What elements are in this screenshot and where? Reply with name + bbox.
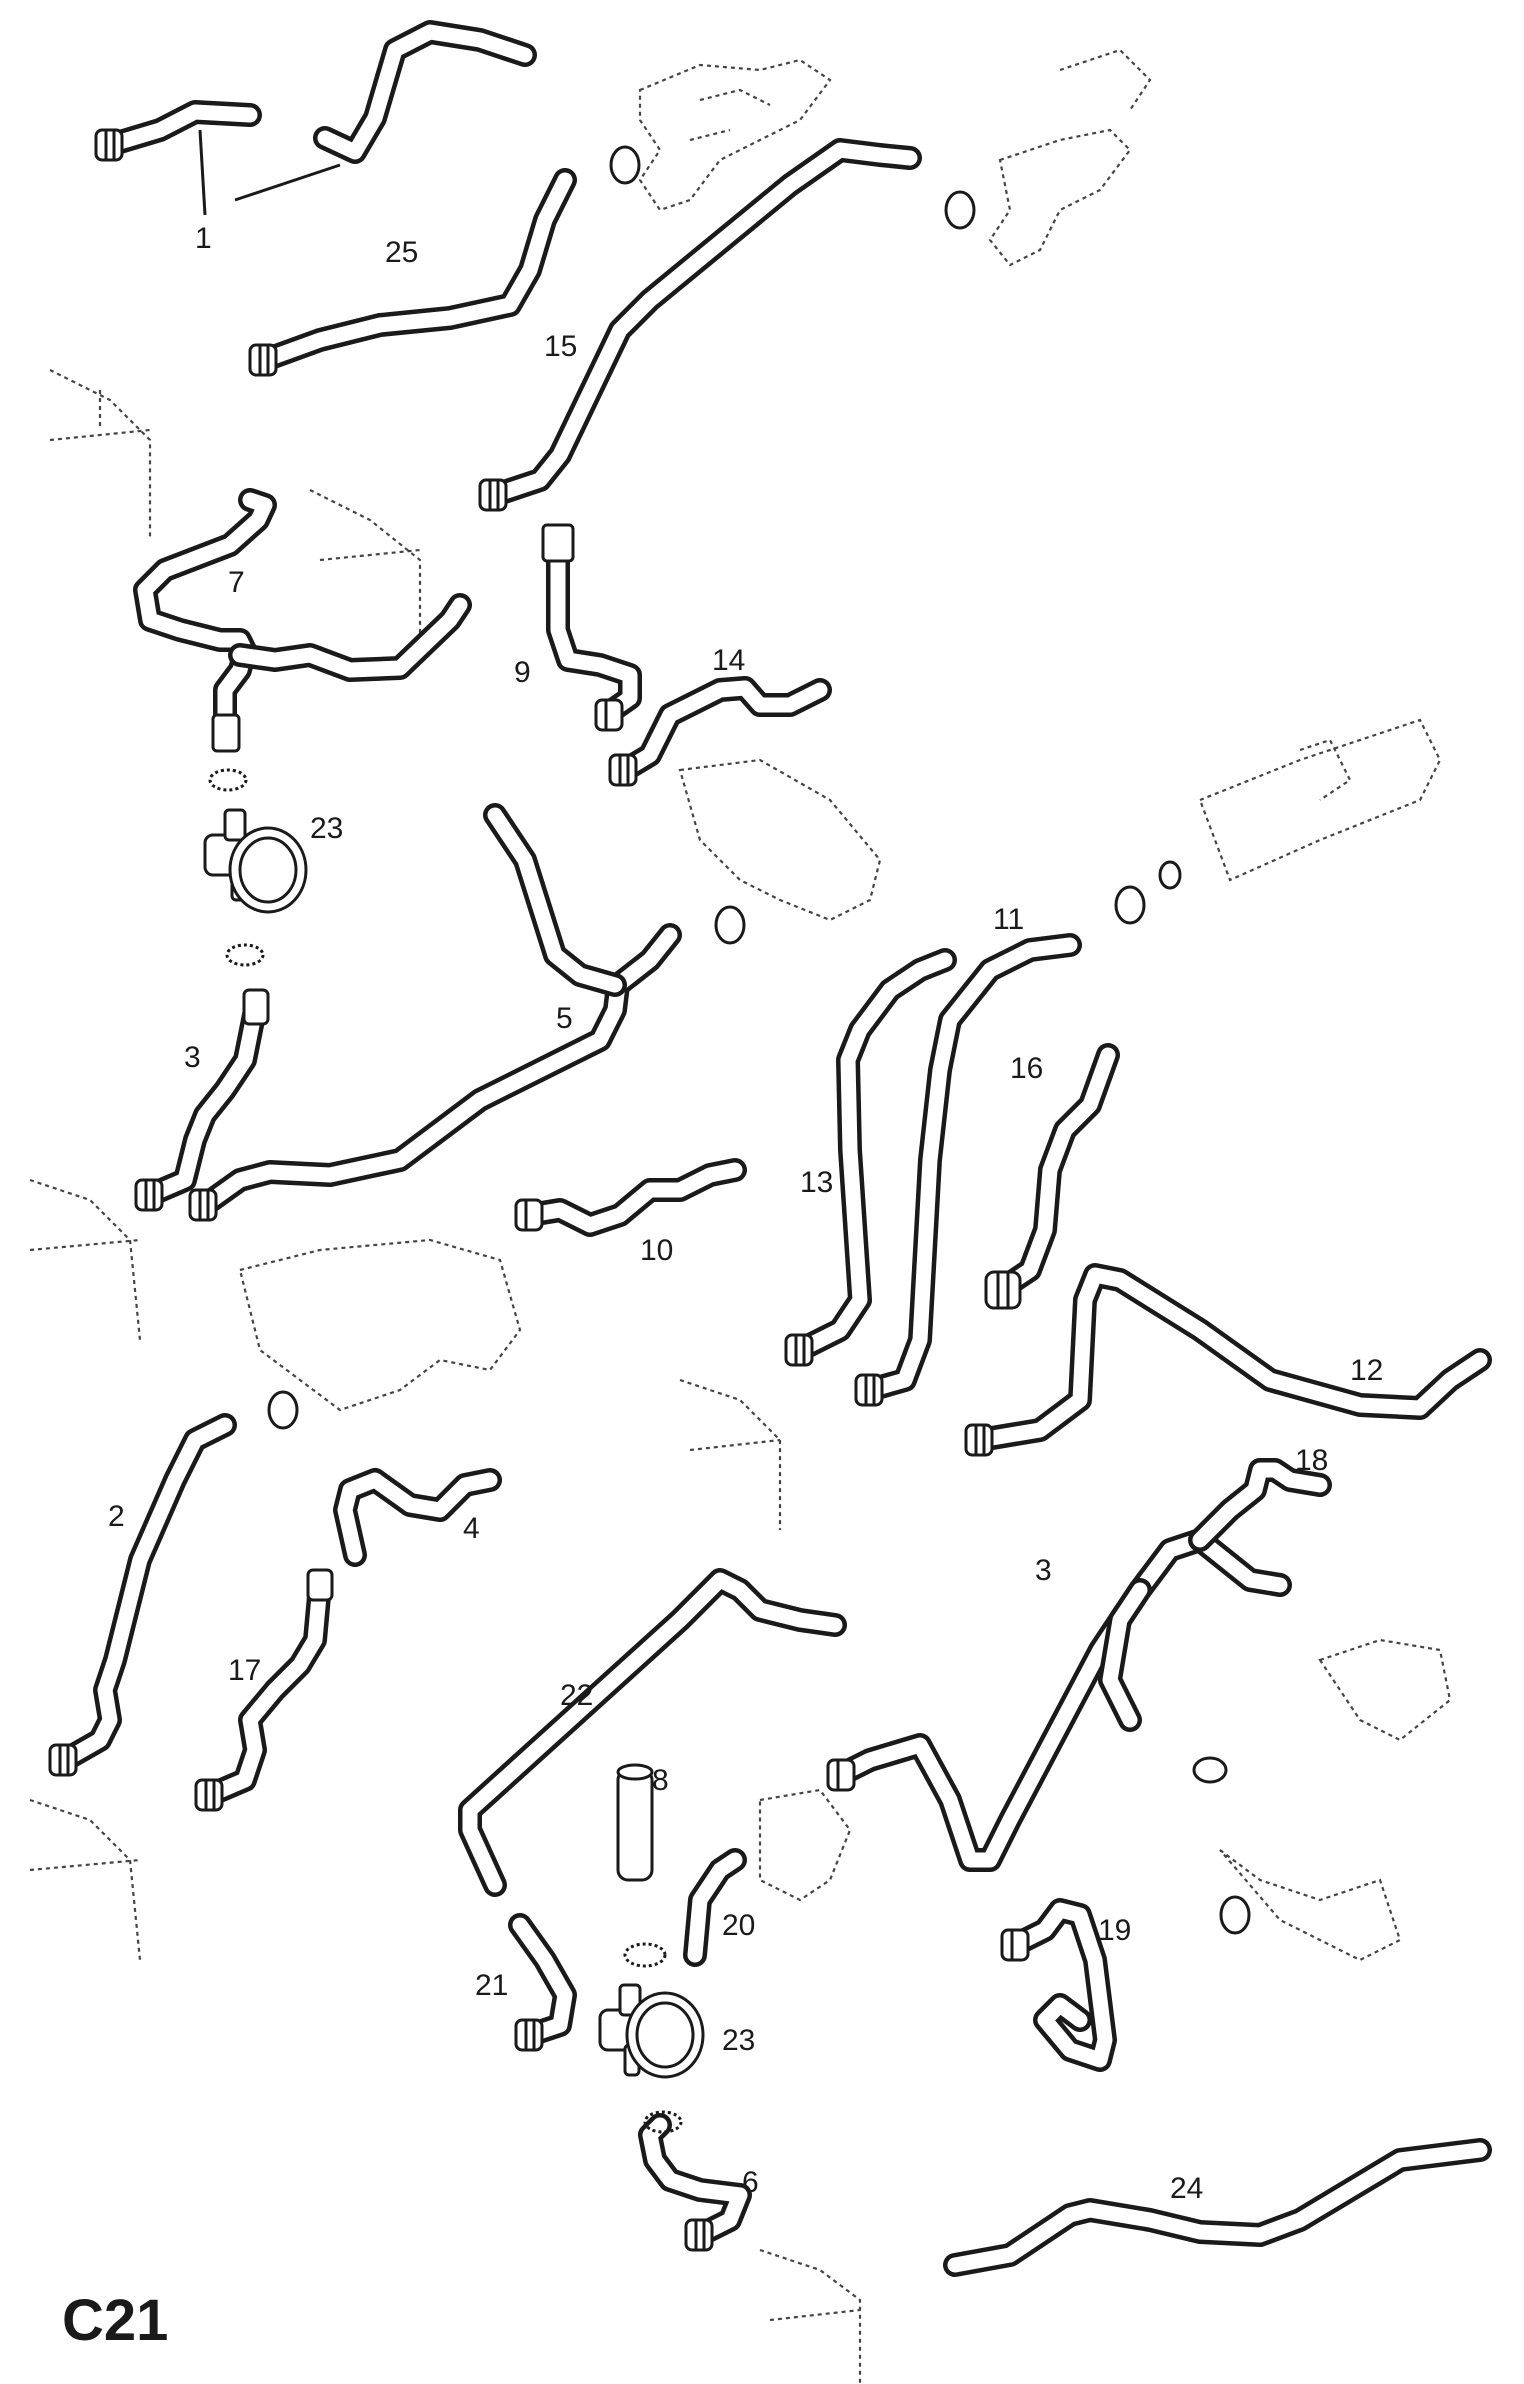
callout-label: 18 [1295,1444,1328,1477]
callout-label: 7 [228,566,245,599]
callout-label: 22 [560,1679,593,1712]
callout-label: 6 [742,2166,759,2199]
callout-label: 16 [1010,1052,1043,1085]
callout-label: 23 [722,2024,755,2057]
callout-label: 3 [1035,1554,1052,1587]
callout-label: 19 [1098,1914,1131,1947]
fitting-end [188,1188,218,1222]
hose-1 [98,20,537,164]
hose-2 [53,1413,237,1772]
callout-label: 20 [722,1909,755,1942]
hose-12 [968,1263,1492,1452]
fitting-end [514,1198,544,1232]
hose-8 [616,1763,654,1882]
fitting-end [242,988,270,1026]
hose-13 [788,948,957,1362]
hose-7 [133,488,472,752]
hose-fittings [48,128,1030,2252]
hose-6 [638,2113,752,2247]
hose-18 [1188,1458,1332,1552]
fitting-end [134,1178,164,1212]
hose-3-lower [198,1573,332,1807]
callout-label: 17 [228,1654,261,1687]
hose-20 [683,1848,747,1967]
callout-label: 1 [195,222,212,255]
leader-lines [198,129,341,216]
fitting-end [784,1333,814,1367]
fitting-end [964,1423,994,1457]
hoses [53,20,1492,2277]
callout-label: 23 [310,812,343,845]
hose-10 [518,1158,747,1237]
fitting-end [194,1778,224,1812]
hose-21 [508,1913,577,2047]
fitting-end [541,523,575,563]
hose-19 [1003,1898,1117,2072]
hose-14 [613,676,832,782]
fitting-end [608,753,638,787]
callout-label: 12 [1350,1354,1383,1387]
valve-23-upper [203,808,308,914]
fitting-end [94,128,124,162]
fitting-end [854,1373,884,1407]
hose-15 [483,138,922,507]
callout-label: 3 [184,1041,201,1074]
fitting-end [1000,1928,1030,1962]
hose-22 [458,1568,847,1897]
fitting-end [594,698,624,732]
fitting-end [306,1568,334,1602]
fitting-end [984,1270,1022,1310]
callout-label: 10 [640,1234,673,1267]
callout-labels: 1 25 15 7 9 14 23 3 5 11 16 10 13 12 2 4… [108,222,1383,2205]
fitting-end [514,2018,544,2052]
fitting-end [478,478,508,512]
hose-25 [253,168,577,372]
callout-label: 21 [475,1969,508,2002]
callout-label: 5 [556,1002,573,1035]
o-rings [208,145,1251,2134]
callout-label: 14 [712,644,745,677]
callout-label: 15 [544,330,577,363]
callout-label: 11 [993,903,1024,936]
hose-5 [193,803,682,1217]
callout-label: 2 [108,1500,125,1533]
callout-label: 24 [1170,2172,1203,2205]
hose-9 [546,528,642,724]
hose-4 [333,1468,502,1567]
callout-label: 9 [514,656,531,689]
callout-label: 25 [385,236,418,269]
hose-24 [943,2138,1492,2277]
fitting-end [48,1743,78,1777]
fitting-end [211,713,241,753]
plate-code: C21 [62,2288,168,2353]
engine-context [29,48,1452,2384]
hose-17 [828,1528,1292,1872]
hose-11 [858,933,1082,1402]
callout-label: 8 [652,1764,669,1797]
callout-label: 13 [800,1166,833,1199]
fitting-end [684,2218,714,2252]
fitting-end [826,1758,856,1792]
hose-16 [988,1043,1120,1302]
hose-3-upper [138,998,267,1207]
valve-23-lower [598,1983,705,2079]
callout-label: 4 [463,1512,480,1545]
fitting-end [248,343,278,377]
